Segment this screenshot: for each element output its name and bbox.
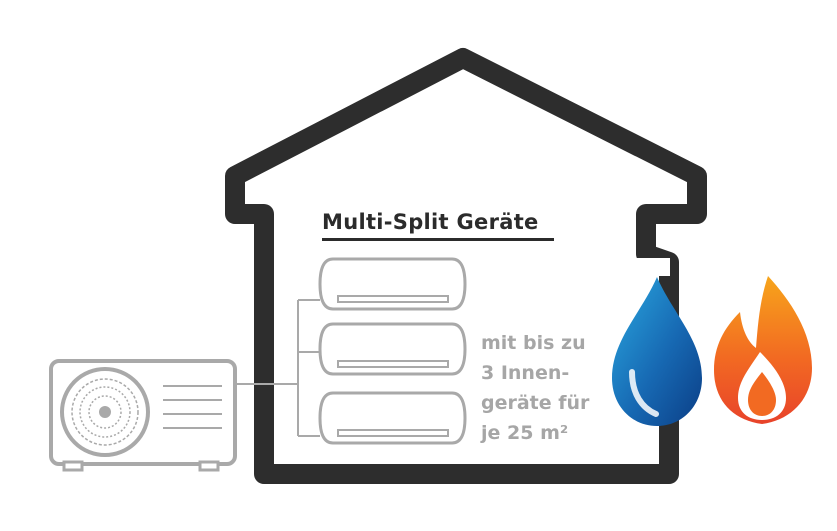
flame-icon — [714, 276, 812, 424]
caption-line-3: geräte für — [481, 392, 590, 414]
water-drop-icon — [612, 277, 702, 426]
title-underline — [322, 238, 554, 241]
caption-line-2: 3 Innen- — [481, 362, 570, 384]
title: Multi-Split Geräte — [322, 210, 539, 234]
outdoor-unit-icon — [49, 359, 237, 472]
capacity-caption: mit bis zu 3 Innen- geräte für je 25 m² — [481, 328, 621, 448]
indoor-unit-1 — [318, 257, 467, 311]
caption-line-4: je 25 m² — [481, 422, 569, 444]
indoor-unit-3 — [318, 391, 467, 445]
indoor-unit-2 — [318, 322, 467, 376]
caption-line-1: mit bis zu — [481, 332, 586, 354]
indoor-unit-icon — [318, 257, 467, 445]
refrigerant-pipes — [235, 299, 320, 437]
